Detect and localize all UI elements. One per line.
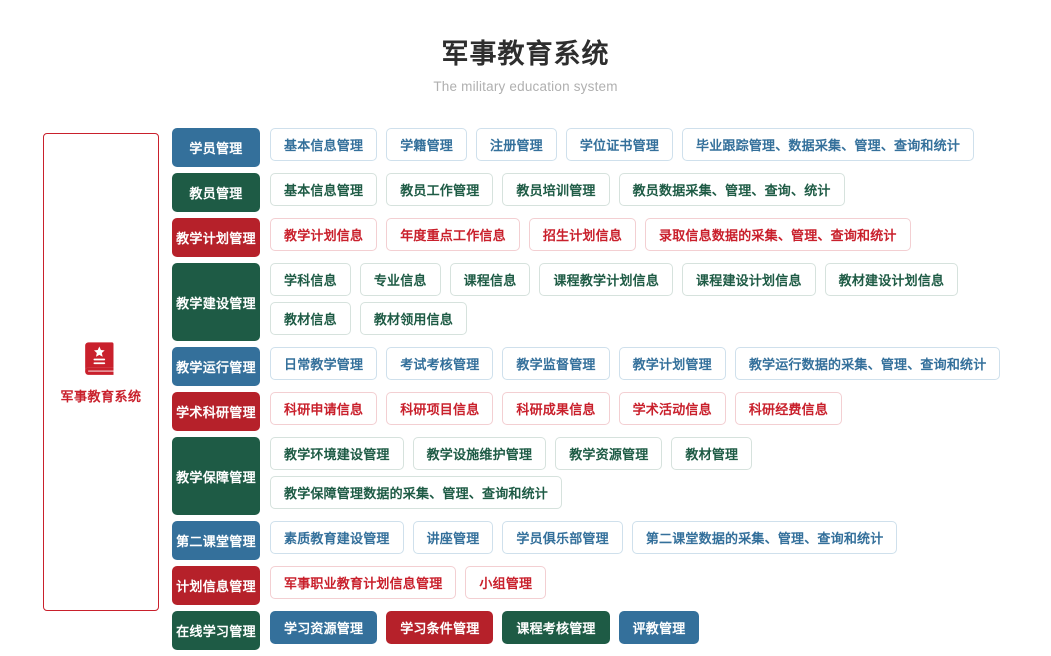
module-row-label[interactable]: 教学计划管理: [172, 218, 260, 257]
sidebar-brand-panel: 军事教育系统: [43, 133, 159, 611]
module-item[interactable]: 军事职业教育计划信息管理: [270, 566, 457, 599]
module-item[interactable]: 科研申请信息: [270, 392, 378, 425]
module-item[interactable]: 教学运行数据的采集、管理、查询和统计: [734, 347, 1001, 380]
module-row: 第二课堂管理素质教育建设管理讲座管理学员俱乐部管理第二课堂数据的采集、管理、查询…: [172, 521, 1032, 560]
module-row: 教员管理基本信息管理教员工作管理教员培训管理教员数据采集、管理、查询、统计: [172, 173, 1032, 212]
module-row-items: 学习资源管理学习条件管理课程考核管理评教管理: [270, 611, 1032, 650]
module-item[interactable]: 专业信息: [359, 263, 441, 296]
module-row-items: 素质教育建设管理讲座管理学员俱乐部管理第二课堂数据的采集、管理、查询和统计: [270, 521, 1032, 560]
module-item[interactable]: 教学设施维护管理: [412, 437, 547, 470]
module-item[interactable]: 教员培训管理: [502, 173, 610, 206]
module-item[interactable]: 基本信息管理: [270, 173, 378, 206]
module-item[interactable]: 课程考核管理: [502, 611, 610, 644]
module-item[interactable]: 课程建设计划信息: [682, 263, 816, 296]
module-row-label[interactable]: 教学运行管理: [172, 347, 260, 386]
module-item[interactable]: 学习条件管理: [386, 611, 494, 644]
module-row-label[interactable]: 计划信息管理: [172, 566, 260, 605]
page-header: 军事教育系统 The military education system: [0, 0, 1051, 94]
module-row: 教学建设管理学科信息专业信息课程信息课程教学计划信息课程建设计划信息教材建设计划…: [172, 263, 1032, 341]
sidebar-brand-label: 军事教育系统: [60, 389, 142, 404]
module-item[interactable]: 教材建设计划信息: [824, 263, 959, 296]
module-item[interactable]: 毕业跟踪管理、数据采集、管理、查询和统计: [682, 128, 975, 161]
module-item[interactable]: 教学保障管理数据的采集、管理、查询和统计: [270, 476, 563, 509]
module-item[interactable]: 学位证书管理: [565, 128, 674, 161]
page-title: 军事教育系统: [441, 39, 610, 69]
module-row-items: 学科信息专业信息课程信息课程教学计划信息课程建设计划信息教材建设计划信息教材信息…: [270, 263, 1032, 341]
module-item[interactable]: 注册管理: [476, 128, 557, 161]
module-row-items: 教学计划信息年度重点工作信息招生计划信息录取信息数据的采集、管理、查询和统计: [270, 218, 1032, 257]
module-row: 计划信息管理军事职业教育计划信息管理小组管理: [172, 566, 1032, 605]
module-item[interactable]: 教学计划信息: [270, 218, 378, 251]
module-row: 学术科研管理科研申请信息科研项目信息科研成果信息学术活动信息科研经费信息: [172, 392, 1032, 431]
module-item[interactable]: 第二课堂数据的采集、管理、查询和统计: [631, 521, 898, 554]
module-item[interactable]: 学员俱乐部管理: [502, 521, 623, 554]
module-item[interactable]: 小组管理: [465, 566, 547, 599]
page-subtitle: The military education system: [433, 79, 618, 95]
module-item[interactable]: 教材信息: [270, 302, 351, 335]
module-item[interactable]: 学习资源管理: [270, 611, 378, 644]
module-item[interactable]: 年度重点工作信息: [386, 218, 520, 251]
module-item[interactable]: 评教管理: [618, 611, 700, 644]
module-row-items: 基本信息管理学籍管理注册管理学位证书管理毕业跟踪管理、数据采集、管理、查询和统计: [270, 128, 1032, 167]
module-row-label[interactable]: 教学保障管理: [172, 437, 260, 515]
module-row: 在线学习管理学习资源管理学习条件管理课程考核管理评教管理: [172, 611, 1032, 650]
module-item[interactable]: 教学计划管理: [618, 347, 726, 380]
module-row-items: 军事职业教育计划信息管理小组管理: [270, 566, 1032, 605]
module-item[interactable]: 教学监督管理: [502, 347, 610, 380]
module-item[interactable]: 讲座管理: [412, 521, 494, 554]
module-row-label[interactable]: 教学建设管理: [172, 263, 260, 341]
module-item[interactable]: 教材管理: [671, 437, 753, 470]
module-row: 学员管理基本信息管理学籍管理注册管理学位证书管理毕业跟踪管理、数据采集、管理、查…: [172, 128, 1032, 167]
module-row-items: 基本信息管理教员工作管理教员培训管理教员数据采集、管理、查询、统计: [270, 173, 1032, 212]
module-item[interactable]: 招生计划信息: [528, 218, 637, 251]
module-row-items: 教学环境建设管理教学设施维护管理教学资源管理教材管理教学保障管理数据的采集、管理…: [270, 437, 1032, 515]
module-item[interactable]: 学籍管理: [386, 128, 468, 161]
module-item[interactable]: 课程信息: [449, 263, 531, 296]
module-row-label[interactable]: 在线学习管理: [172, 611, 260, 650]
module-row: 教学保障管理教学环境建设管理教学设施维护管理教学资源管理教材管理教学保障管理数据…: [172, 437, 1032, 515]
module-row-items: 日常教学管理考试考核管理教学监督管理教学计划管理教学运行数据的采集、管理、查询和…: [270, 347, 1032, 386]
module-item[interactable]: 日常教学管理: [270, 347, 378, 380]
module-item[interactable]: 教材领用信息: [359, 302, 468, 335]
module-row-label[interactable]: 第二课堂管理: [172, 521, 260, 560]
module-item[interactable]: 科研经费信息: [734, 392, 843, 425]
module-row: 教学运行管理日常教学管理考试考核管理教学监督管理教学计划管理教学运行数据的采集、…: [172, 347, 1032, 386]
module-item[interactable]: 学术活动信息: [618, 392, 726, 425]
module-item[interactable]: 教员数据采集、管理、查询、统计: [618, 173, 845, 206]
module-item[interactable]: 教员工作管理: [386, 173, 494, 206]
module-item[interactable]: 科研项目信息: [386, 392, 494, 425]
module-item[interactable]: 教学环境建设管理: [270, 437, 404, 470]
module-rows: 学员管理基本信息管理学籍管理注册管理学位证书管理毕业跟踪管理、数据采集、管理、查…: [172, 128, 1032, 656]
book-star-icon: [81, 339, 121, 386]
module-row-label[interactable]: 学员管理: [172, 128, 260, 167]
module-item[interactable]: 科研成果信息: [502, 392, 610, 425]
module-item[interactable]: 基本信息管理: [270, 128, 378, 161]
module-row-label[interactable]: 教员管理: [172, 173, 260, 212]
module-item[interactable]: 课程教学计划信息: [539, 263, 674, 296]
module-item[interactable]: 素质教育建设管理: [270, 521, 404, 554]
module-item[interactable]: 教学资源管理: [555, 437, 663, 470]
module-row-label[interactable]: 学术科研管理: [172, 392, 260, 431]
module-row: 教学计划管理教学计划信息年度重点工作信息招生计划信息录取信息数据的采集、管理、查…: [172, 218, 1032, 257]
module-row-items: 科研申请信息科研项目信息科研成果信息学术活动信息科研经费信息: [270, 392, 1032, 431]
module-item[interactable]: 考试考核管理: [386, 347, 494, 380]
module-item[interactable]: 学科信息: [270, 263, 351, 296]
module-item[interactable]: 录取信息数据的采集、管理、查询和统计: [645, 218, 911, 251]
